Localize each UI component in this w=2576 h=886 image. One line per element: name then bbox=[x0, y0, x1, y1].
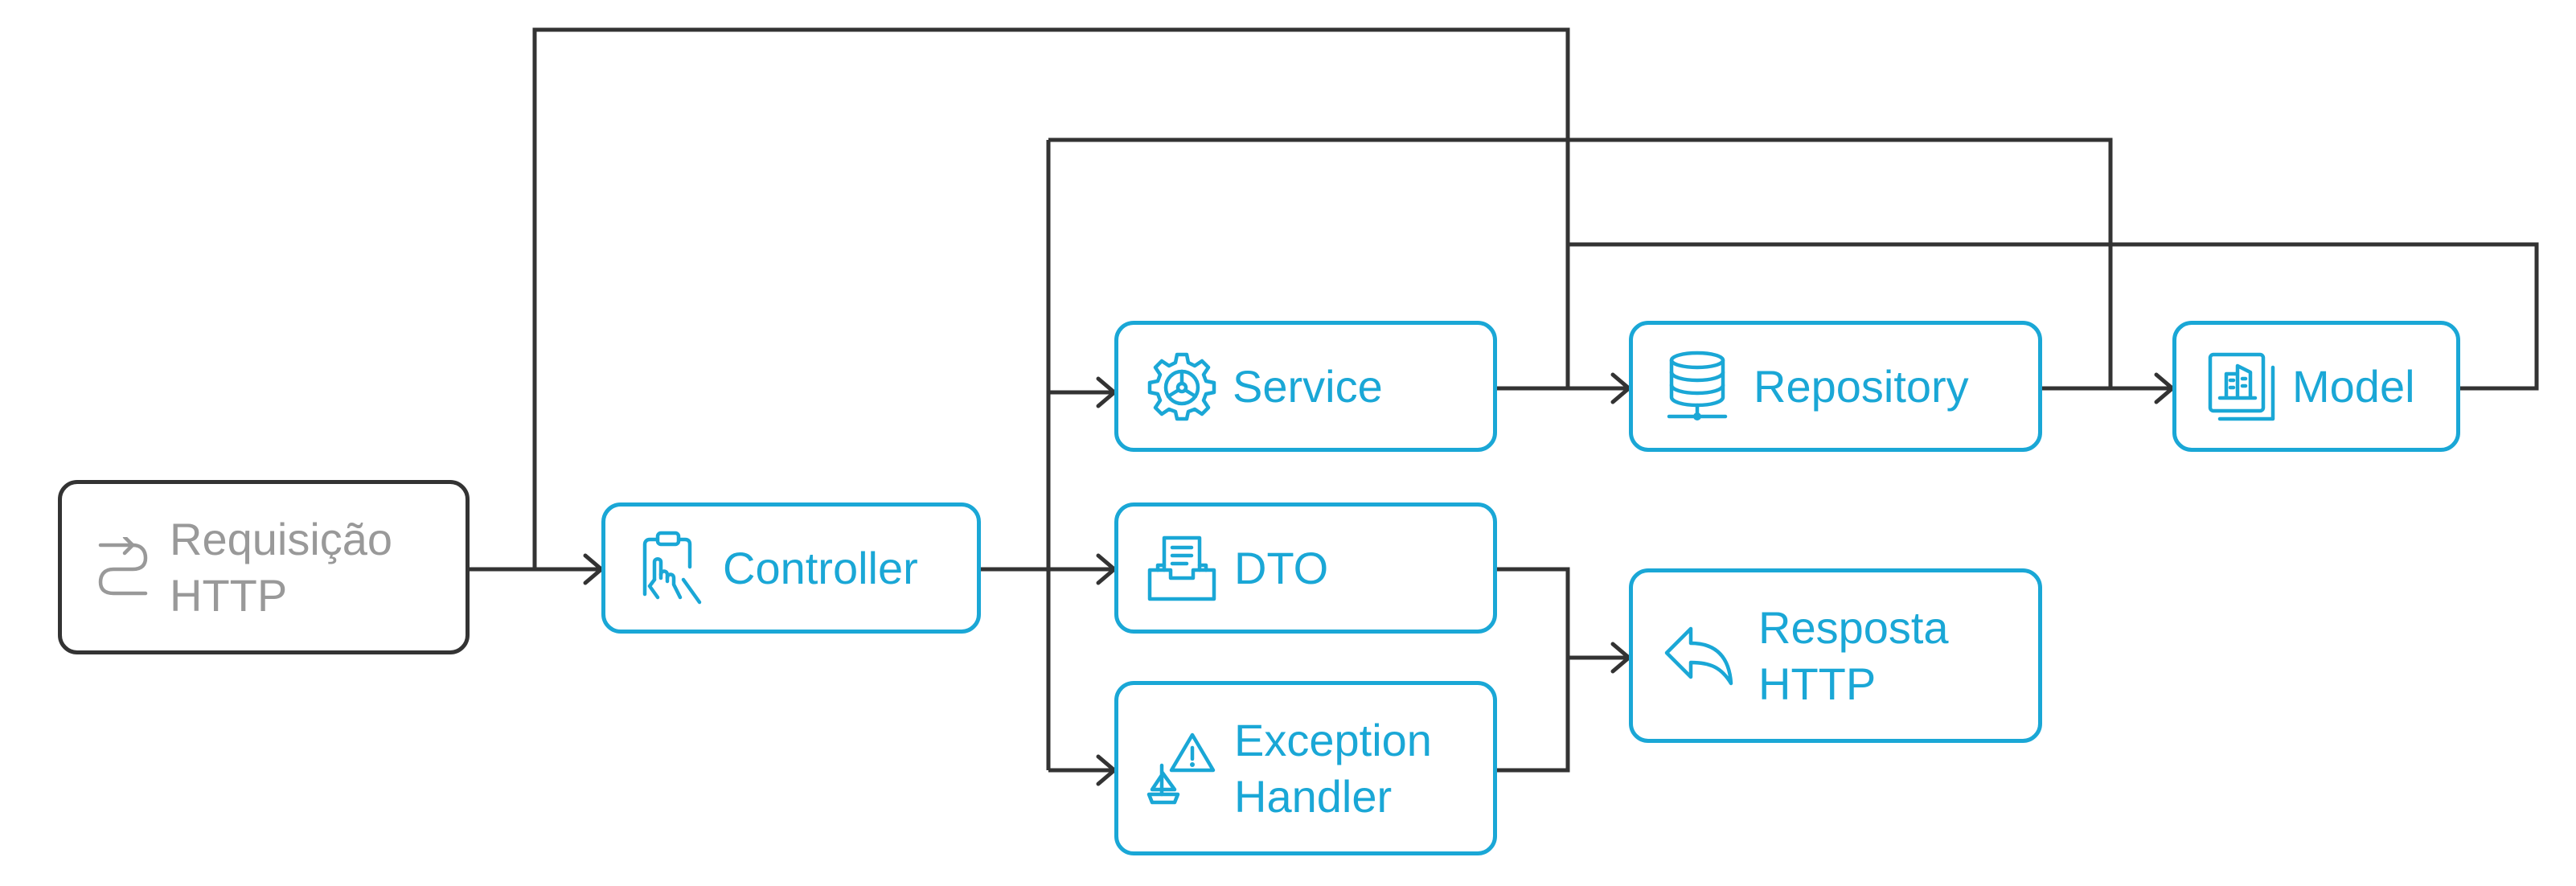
node-repository-label: Repository bbox=[1754, 360, 1969, 412]
node-service: Service bbox=[1114, 321, 1497, 452]
reply-arrow-icon bbox=[1662, 622, 1736, 690]
node-exception-handler: Exception Handler bbox=[1114, 681, 1497, 855]
connector-dto-response bbox=[1497, 567, 1629, 773]
node-exception-handler-label: Exception Handler bbox=[1234, 714, 1432, 822]
node-model-label: Model bbox=[2292, 360, 2415, 412]
node-requisicao-http-label: Requisição HTTP bbox=[170, 513, 393, 621]
node-requisicao-http: Requisição HTTP bbox=[58, 480, 470, 654]
connector-controller-branch bbox=[981, 140, 1114, 773]
node-resposta-http-label: Resposta HTTP bbox=[1758, 601, 1949, 709]
warning-boat-icon bbox=[1146, 730, 1218, 807]
inbox-document-icon bbox=[1146, 533, 1218, 604]
clipboard-hand-icon bbox=[631, 530, 708, 607]
connector-top-loop bbox=[1048, 137, 2113, 388]
route-icon bbox=[94, 536, 152, 598]
node-service-label: Service bbox=[1233, 360, 1383, 412]
document-building-icon bbox=[2205, 350, 2279, 424]
gear-steering-icon bbox=[1146, 351, 1218, 422]
connector-model-loop bbox=[1565, 242, 2539, 391]
node-controller: Controller bbox=[601, 502, 981, 634]
connector-request-loop bbox=[532, 27, 1570, 569]
node-dto: DTO bbox=[1114, 502, 1497, 634]
node-controller-label: Controller bbox=[723, 542, 918, 593]
node-model: Model bbox=[2172, 321, 2460, 452]
database-icon bbox=[1665, 351, 1729, 423]
node-dto-label: DTO bbox=[1234, 542, 1329, 593]
node-resposta-http: Resposta HTTP bbox=[1629, 568, 2042, 743]
node-repository: Repository bbox=[1629, 321, 2042, 452]
